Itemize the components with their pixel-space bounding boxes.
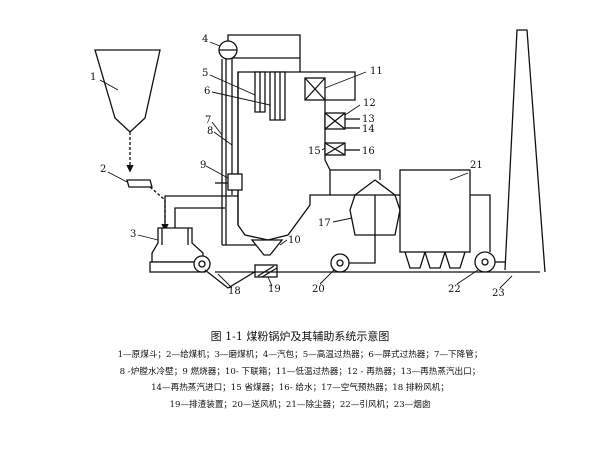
coal-mill: [149, 195, 238, 273]
label-19: 19: [268, 284, 281, 295]
component-labels: 1 2 3 4 5 6 7 8 9 10 11 12 13 14 15 16 1…: [90, 34, 505, 299]
figure-caption: 图 1-1 煤粉锅炉及其辅助系统示意图 1—原煤斗；2—给煤机；3—磨煤机；4—…: [0, 328, 600, 413]
air-preheater: [330, 169, 401, 236]
label-18: 18: [228, 286, 241, 297]
downcomer-pipe: [221, 59, 258, 246]
label-17: 17: [318, 218, 331, 229]
label-8: 8: [207, 126, 213, 137]
label-3: 3: [130, 229, 136, 240]
label-9: 9: [200, 160, 206, 171]
label-21: 21: [470, 160, 483, 171]
label-20: 20: [312, 284, 325, 295]
label-11: 11: [370, 66, 383, 77]
label-4: 4: [202, 34, 208, 45]
coal-feeder: [126, 179, 169, 232]
steam-drum: [218, 34, 301, 72]
dust-collector: [395, 169, 471, 269]
label-10: 10: [288, 235, 301, 246]
lower-header: [250, 239, 284, 256]
furnace-waterwall: [231, 57, 300, 195]
low-temp-superheater: [304, 77, 326, 101]
label-5: 5: [202, 68, 208, 79]
slag-removal-device: [254, 264, 278, 278]
legend-line-1: 1—原煤斗；2—给煤机；3—磨煤机；4—汽包；5—高温过热器；6—屏式过热器；7…: [117, 350, 483, 360]
forced-draft-fan: [330, 235, 376, 273]
label-1: 1: [90, 72, 96, 83]
label-22: 22: [448, 284, 461, 295]
economizer: [324, 142, 346, 156]
chimney: [504, 29, 546, 273]
legend-line-2: 8 -炉膛水冷壁；9 燃烧器；10- 下联箱；11—低温过热器；12 - 再热器…: [119, 366, 481, 377]
boiler-system-diagram: 1 2 3 4 5 6 7 8 9 10 11 12 13 14 15 16 1…: [90, 29, 546, 299]
label-15: 15: [308, 146, 321, 157]
legend-line-4: 19—排渣装置；20—送风机；21—除尘器；22—引风机；23—烟囱: [169, 399, 431, 410]
high-temp-superheater: [254, 71, 266, 113]
label-16: 16: [362, 146, 375, 157]
label-14: 14: [362, 124, 375, 135]
label-2: 2: [100, 164, 106, 175]
raw-coal-hopper: [94, 49, 161, 173]
platen-superheater: [269, 71, 286, 121]
label-6: 6: [204, 86, 210, 97]
burner: [215, 173, 243, 191]
label-23: 23: [492, 288, 505, 299]
leader-lines: [99, 41, 513, 289]
label-13: 13: [362, 114, 375, 125]
caption-title: 图 1-1 煤粉锅炉及其辅助系统示意图: [210, 330, 390, 343]
label-12: 12: [363, 98, 376, 109]
reheater: [324, 112, 346, 130]
legend-line-3: 14—再热蒸汽进口；15 省煤器；16- 给水；17—空气预热器；18 排粉风机…: [151, 383, 449, 393]
exhaust-fan: [193, 255, 259, 289]
induced-draft-fan: [470, 194, 505, 273]
label-7: 7: [205, 115, 211, 126]
